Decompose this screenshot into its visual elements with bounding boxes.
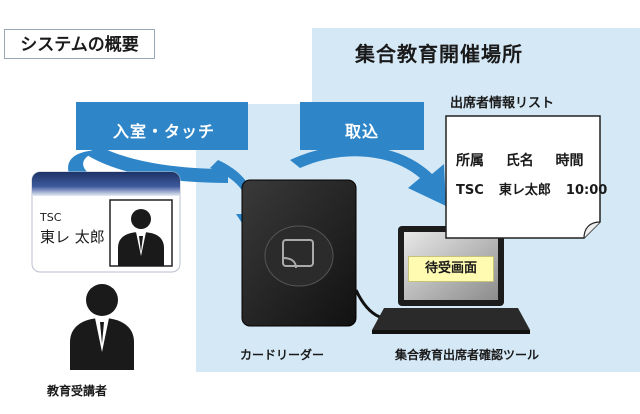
header-time: 時間 — [555, 153, 584, 169]
student-person-icon — [70, 284, 134, 370]
card-reader-device — [241, 179, 357, 327]
import-arrow-label: 取込 — [344, 122, 379, 141]
card-reader-caption: カードリーダー — [240, 348, 325, 362]
attendee-list-row: TSC 東レ太郎 10:00 — [456, 179, 607, 198]
attendee-list-header: 所属 氏名 時間 — [456, 150, 584, 170]
touch-arrow-label: 入室・タッチ — [112, 122, 215, 141]
row-name: 東レ太郎 — [498, 183, 551, 198]
id-card — [31, 171, 181, 273]
import-arrow — [290, 102, 446, 206]
touch-arrow — [68, 102, 270, 232]
tool-caption: 集合教育出席者確認ツール — [395, 348, 540, 362]
card-company: TSC — [40, 211, 62, 224]
venue-title: 集合教育開催場所 — [355, 42, 523, 66]
attendee-list-sheet — [445, 115, 601, 239]
header-name: 氏名 — [505, 153, 534, 169]
standby-screen-label: 待受画面 — [408, 256, 494, 282]
card-holder-name: 東レ 太郎 — [40, 228, 105, 246]
student-caption: 教育受講者 — [47, 384, 108, 398]
header-affiliation: 所属 — [456, 153, 484, 169]
row-affiliation: TSC — [456, 183, 484, 198]
row-time: 10:00 — [565, 183, 608, 198]
attendee-list-title: 出席者情報リスト — [450, 96, 555, 111]
diagram-title: システムの概要 — [4, 29, 155, 59]
